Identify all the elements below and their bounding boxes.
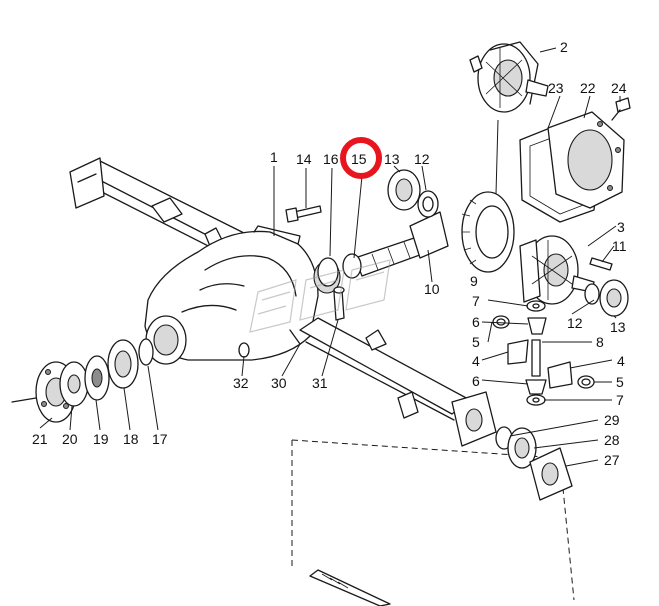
callout-22: 22 bbox=[580, 80, 596, 96]
callout-5-upper: 5 bbox=[472, 334, 480, 350]
shim-12-upper bbox=[417, 190, 439, 218]
callout-23: 23 bbox=[548, 80, 564, 96]
callout-7-lower: 7 bbox=[616, 392, 624, 408]
bearing-13-upper bbox=[387, 169, 421, 211]
callout-32: 32 bbox=[233, 375, 249, 391]
callout-12-lower: 12 bbox=[567, 315, 583, 331]
callout-12-upper: 12 bbox=[414, 151, 430, 167]
callout-1: 1 bbox=[270, 149, 278, 165]
callout-15: 15 bbox=[351, 151, 367, 167]
callout-4-right: 4 bbox=[617, 353, 625, 369]
spider-gear-parts bbox=[492, 300, 595, 406]
axle-tube-left bbox=[69, 157, 251, 259]
callout-9: 9 bbox=[470, 273, 478, 289]
pinion-gear-set bbox=[317, 211, 449, 287]
callout-24: 24 bbox=[611, 80, 627, 96]
shim-12-lower bbox=[584, 283, 600, 305]
ring-gear-9 bbox=[461, 191, 515, 273]
callout-19: 19 bbox=[93, 431, 109, 447]
callout-7-upper: 7 bbox=[472, 293, 480, 309]
callout-17: 17 bbox=[152, 431, 168, 447]
diff-case-2 bbox=[469, 41, 549, 113]
right-hub-parts bbox=[495, 426, 573, 501]
callout-31: 31 bbox=[312, 375, 328, 391]
callout-20: 20 bbox=[62, 431, 78, 447]
callout-14: 14 bbox=[296, 151, 312, 167]
callout-5-lower: 5 bbox=[616, 374, 624, 390]
callout-30: 30 bbox=[271, 375, 287, 391]
bearing-13-lower bbox=[599, 279, 629, 317]
callout-2: 2 bbox=[560, 39, 568, 55]
callout-21: 21 bbox=[32, 431, 48, 447]
bolt-11 bbox=[589, 257, 613, 271]
callout-3: 3 bbox=[617, 219, 625, 235]
callout-16: 16 bbox=[323, 151, 339, 167]
callout-27: 27 bbox=[604, 452, 620, 468]
callout-11: 11 bbox=[612, 238, 627, 254]
diff-case-3 bbox=[519, 235, 595, 305]
callout-13-lower: 13 bbox=[610, 319, 626, 335]
callout-4-left: 4 bbox=[472, 353, 480, 369]
callout-10: 10 bbox=[424, 281, 440, 297]
highlight-ring-15 bbox=[340, 137, 382, 179]
callout-labels: 2 23 22 24 1 14 16 15 13 12 3 11 9 10 7 … bbox=[32, 39, 627, 468]
axle-tube-right bbox=[299, 317, 497, 447]
callout-6-upper: 6 bbox=[472, 314, 480, 330]
callout-13-upper: 13 bbox=[384, 151, 400, 167]
cover-22 bbox=[547, 111, 625, 209]
bolt-14 bbox=[285, 205, 322, 223]
left-hub-parts bbox=[11, 338, 154, 423]
bolt-24 bbox=[611, 97, 631, 121]
watermark-logo bbox=[249, 259, 391, 333]
callout-29: 29 bbox=[604, 412, 620, 428]
callout-6-lower: 6 bbox=[472, 373, 480, 389]
callout-28: 28 bbox=[604, 432, 620, 448]
callout-8: 8 bbox=[596, 334, 604, 350]
plug-32 bbox=[238, 342, 250, 358]
callout-18: 18 bbox=[123, 431, 139, 447]
leader-lines bbox=[39, 47, 621, 467]
